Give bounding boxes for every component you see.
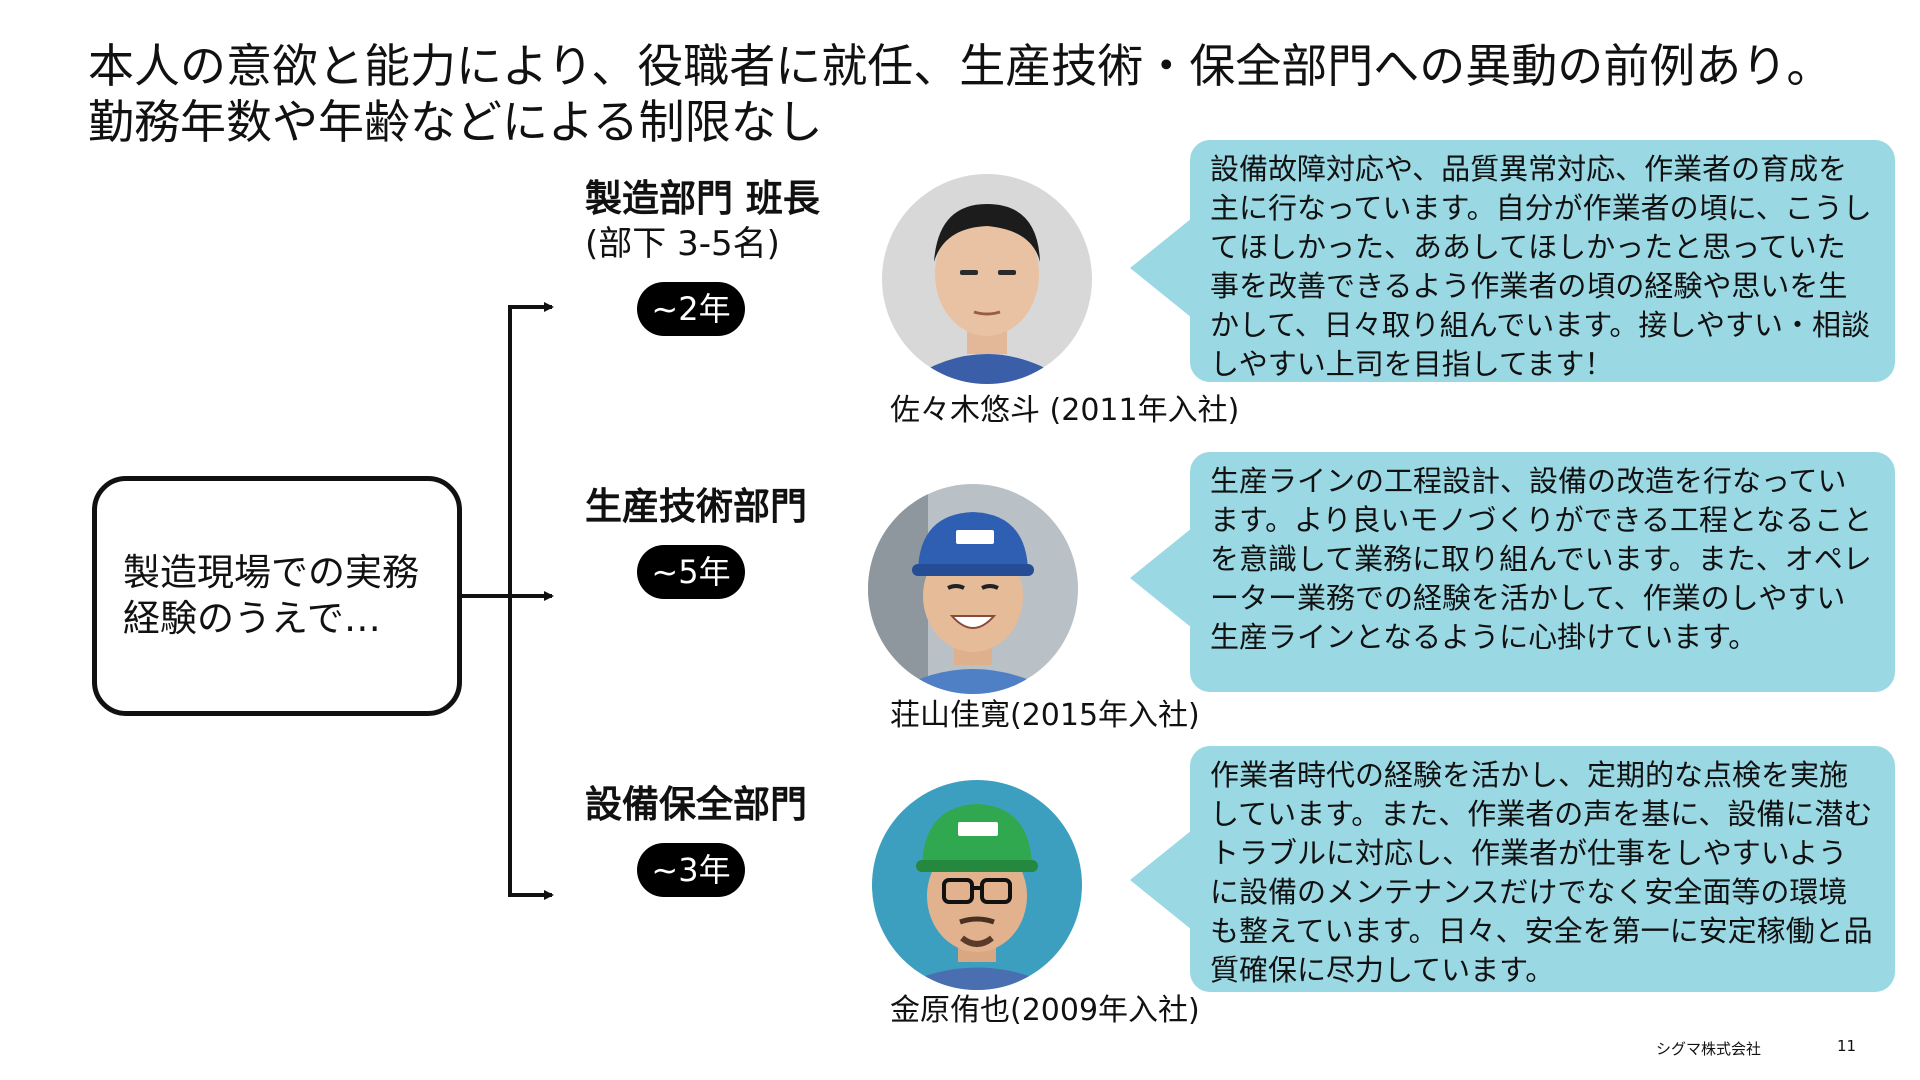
department-maintenance: 設備保全部門 bbox=[585, 782, 807, 828]
speech-bubble: 設備故障対応や、品質異常対応、作業者の育成を主に行なっています。自分が作業者の頃… bbox=[1190, 140, 1895, 382]
speech-bubble-tail bbox=[1130, 528, 1192, 628]
avatar-person-2 bbox=[868, 484, 1078, 694]
speech-bubble-tail bbox=[1130, 218, 1192, 318]
department-name: 設備保全部門 bbox=[585, 783, 807, 826]
department-production-engineering: 生産技術部門 bbox=[585, 484, 807, 530]
years-badge: ~2年 bbox=[637, 282, 745, 336]
department-name: 製造部門 班長 bbox=[585, 177, 820, 220]
footer-company-name: シグマ株式会社 bbox=[1656, 1040, 1762, 1058]
speech-bubble-tail bbox=[1130, 830, 1192, 930]
comment-text: 設備故障対応や、品質異常対応、作業者の育成を主に行なっています。自分が作業者の頃… bbox=[1210, 152, 1872, 381]
years-badge: ~3年 bbox=[637, 843, 745, 897]
years-badge: ~5年 bbox=[637, 545, 745, 599]
speech-bubble: 生産ラインの工程設計、設備の改造を行なっています。より良いモノづくりができる工程… bbox=[1190, 452, 1895, 692]
department-manufacturing: 製造部門 班長 (部下 3-5名) bbox=[585, 176, 820, 266]
department-name: 生産技術部門 bbox=[585, 485, 807, 528]
avatar-person-1 bbox=[882, 174, 1092, 384]
person-name: 佐々木悠斗 (2011年入社) bbox=[890, 393, 1240, 428]
page-number: 11 bbox=[1837, 1037, 1857, 1055]
page-title: 本人の意欲と能力により、役職者に就任、生産技術・保全部門への異動の前例あり。 勤… bbox=[88, 38, 1888, 150]
comment-text: 作業者時代の経験を活かし、定期的な点検を実施しています。また、作業者の声を基に、… bbox=[1210, 758, 1873, 987]
comment-text: 生産ラインの工程設計、設備の改造を行なっています。より良いモノづくりができる工程… bbox=[1210, 464, 1873, 654]
person-name: 荘山佳寛(2015年入社) bbox=[890, 698, 1200, 733]
origin-box: 製造現場での実務経験のうえで… bbox=[92, 476, 462, 716]
speech-bubble: 作業者時代の経験を活かし、定期的な点検を実施しています。また、作業者の声を基に、… bbox=[1190, 746, 1895, 992]
title-line-1: 本人の意欲と能力により、役職者に就任、生産技術・保全部門への異動の前例あり。 bbox=[88, 39, 1833, 93]
person-name: 金原侑也(2009年入社) bbox=[890, 993, 1200, 1028]
title-line-2: 勤務年数や年齢などによる制限なし bbox=[88, 95, 823, 149]
department-subtitle: (部下 3-5名) bbox=[585, 224, 780, 264]
origin-text: 製造現場での実務経験のうえで… bbox=[123, 551, 419, 640]
avatar-person-3 bbox=[872, 780, 1082, 990]
